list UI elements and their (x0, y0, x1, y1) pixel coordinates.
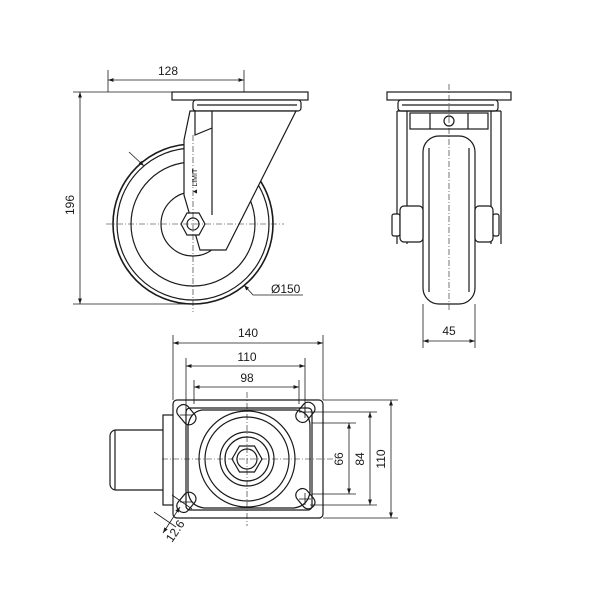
top-view: 140 110 98 66 84 110 12.6 (109, 326, 398, 545)
front-axle-nut-right (474, 205, 494, 243)
dim-label-110-vertical: 110 (374, 449, 388, 468)
dim-label-110-horizontal: 110 (237, 350, 256, 364)
top-wheel (109, 429, 171, 491)
dim-line-12-6 (162, 506, 181, 534)
front-view: 45 (386, 84, 512, 348)
dim-label-128: 128 (158, 64, 178, 78)
dim-label-196: 196 (63, 195, 77, 215)
dim-label-98: 98 (240, 371, 254, 385)
dim-label-84: 84 (353, 452, 367, 466)
front-axle-nut-left (391, 213, 401, 237)
dim-label-12-6: 12.6 (163, 517, 188, 544)
dim-label-45: 45 (442, 324, 456, 338)
dim-label-diameter: Ø150 (271, 282, 301, 296)
dim-label-140: 140 (238, 326, 258, 340)
side-top-plate (171, 91, 309, 101)
side-brand-mark: ▲ LIMIT (192, 168, 199, 195)
side-view: ▲ LIMIT 128 196 Ø150 (63, 64, 309, 312)
dim-label-66: 66 (332, 452, 346, 466)
front-fork (396, 111, 502, 244)
top-mounting-slot-br (295, 487, 316, 510)
